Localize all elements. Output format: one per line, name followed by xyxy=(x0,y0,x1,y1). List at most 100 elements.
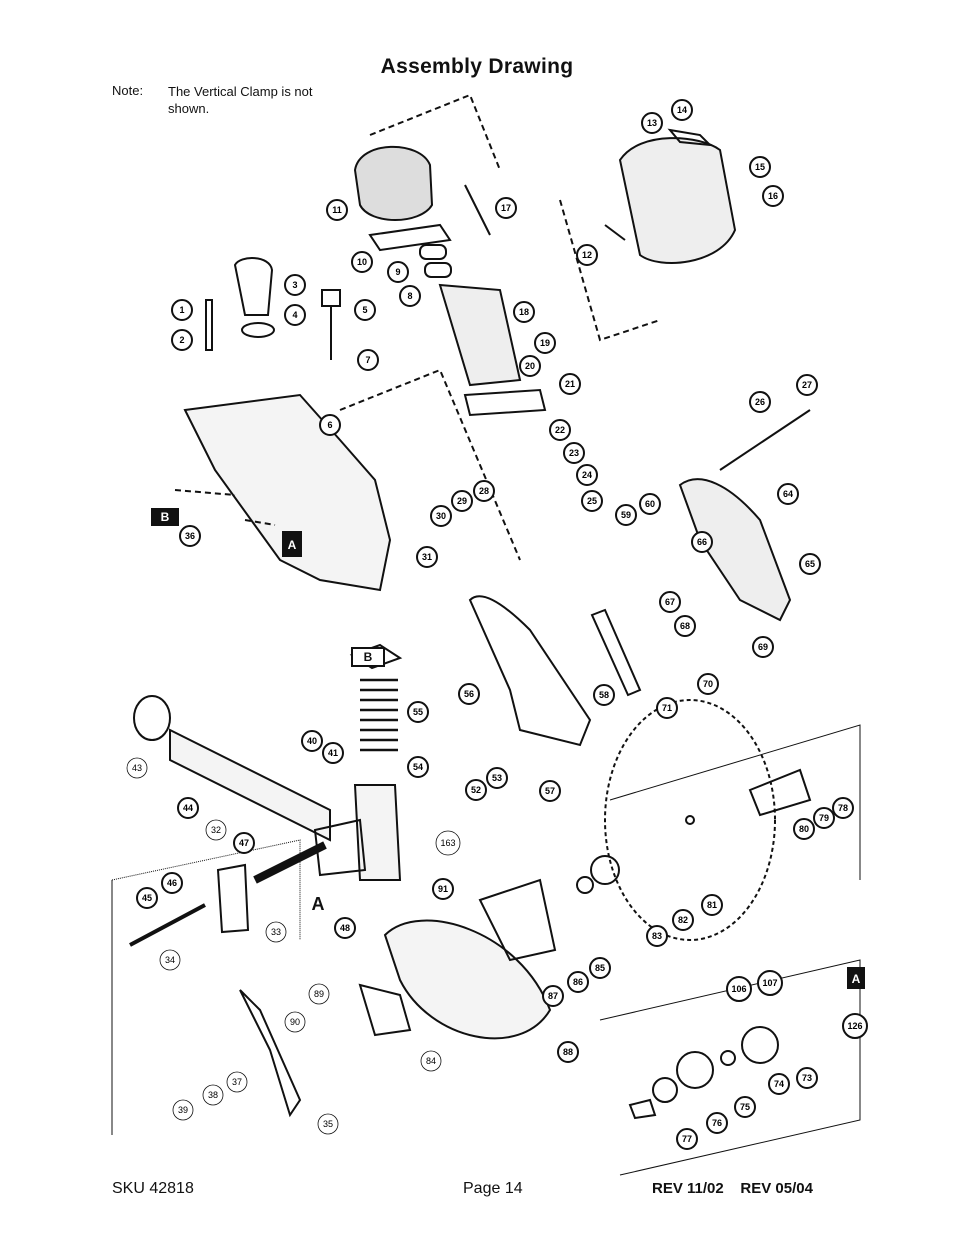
callout-8: 8 xyxy=(399,285,421,307)
callout-80: 80 xyxy=(793,818,815,840)
callout-20: 20 xyxy=(519,355,541,377)
callout-58: 58 xyxy=(593,684,615,706)
callout-label: 91 xyxy=(438,884,448,894)
callout-21: 21 xyxy=(559,373,581,395)
callout-45: 45 xyxy=(136,887,158,909)
callout-label: 58 xyxy=(599,690,609,700)
callout-label: 8 xyxy=(407,291,412,301)
marker-a: A xyxy=(852,972,861,986)
callout-label: 23 xyxy=(569,448,579,458)
callout-label: 65 xyxy=(805,559,815,569)
callout-74: 74 xyxy=(768,1073,790,1095)
callout-label: 28 xyxy=(479,486,489,496)
callout-14: 14 xyxy=(671,99,693,121)
callout-46: 46 xyxy=(161,872,183,894)
callout-label: 13 xyxy=(647,118,657,128)
callout-87: 87 xyxy=(542,985,564,1007)
callout-label: 52 xyxy=(471,785,481,795)
callout-label: 80 xyxy=(799,824,809,834)
callout-75: 75 xyxy=(734,1096,756,1118)
callout-label: 46 xyxy=(167,878,177,888)
callout-label: 66 xyxy=(697,537,707,547)
callout-label: 40 xyxy=(307,736,317,746)
callout-22: 22 xyxy=(549,419,571,441)
callout-65: 65 xyxy=(799,553,821,575)
callout-5: 5 xyxy=(354,299,376,321)
callout-label: 45 xyxy=(142,893,152,903)
callout-label: 57 xyxy=(545,786,555,796)
callout-83: 83 xyxy=(646,925,668,947)
callout-label: 20 xyxy=(525,361,535,371)
callout-88: 88 xyxy=(557,1041,579,1063)
callout-4: 4 xyxy=(284,304,306,326)
marker-a: A xyxy=(312,894,325,914)
callout-17: 17 xyxy=(495,197,517,219)
callout-37: 37 xyxy=(226,1071,248,1093)
callout-label: 84 xyxy=(426,1056,436,1066)
callout-label: 15 xyxy=(755,162,765,172)
callout-91: 91 xyxy=(432,878,454,900)
callout-47: 47 xyxy=(233,832,255,854)
callout-label: 38 xyxy=(208,1090,218,1100)
note-text: The Vertical Clamp is not shown. xyxy=(168,84,313,116)
callout-label: 82 xyxy=(678,915,688,925)
marker-a: A xyxy=(288,538,297,552)
callout-30: 30 xyxy=(430,505,452,527)
callout-label: 75 xyxy=(740,1102,750,1112)
callout-label: 53 xyxy=(492,773,502,783)
callout-79: 79 xyxy=(813,807,835,829)
callout-67: 67 xyxy=(659,591,681,613)
callout-31: 31 xyxy=(416,546,438,568)
callout-label: 88 xyxy=(563,1047,573,1057)
callout-label: 10 xyxy=(357,257,367,267)
callout-69: 69 xyxy=(752,636,774,658)
callout-26: 26 xyxy=(749,391,771,413)
rev-2: REV 05/04 xyxy=(740,1180,813,1197)
callout-40: 40 xyxy=(301,730,323,752)
callout-label: 29 xyxy=(457,496,467,506)
callout-label: 4 xyxy=(292,310,297,320)
callout-label: 7 xyxy=(365,355,370,365)
callout-label: 34 xyxy=(165,955,175,965)
footer-sku: SKU 42818 xyxy=(112,1180,194,1197)
callout-label: 16 xyxy=(768,191,778,201)
callout-53: 53 xyxy=(486,767,508,789)
callout-57: 57 xyxy=(539,780,561,802)
callout-label: 74 xyxy=(774,1079,784,1089)
callout-73: 73 xyxy=(796,1067,818,1089)
callout-label: 31 xyxy=(422,552,432,562)
callout-label: 69 xyxy=(758,642,768,652)
callout-54: 54 xyxy=(407,756,429,778)
callout-64: 64 xyxy=(777,483,799,505)
callout-126: 126 xyxy=(842,1013,868,1039)
callout-81: 81 xyxy=(701,894,723,916)
callout-56: 56 xyxy=(458,683,480,705)
note-label: Note: xyxy=(112,83,144,98)
callout-label: 73 xyxy=(802,1073,812,1083)
callout-label: 48 xyxy=(340,923,350,933)
callout-16: 16 xyxy=(762,185,784,207)
callout-label: 27 xyxy=(802,380,812,390)
callout-label: 5 xyxy=(362,305,367,315)
callout-label: 71 xyxy=(662,703,672,713)
callout-label: 39 xyxy=(178,1105,188,1115)
callout-85: 85 xyxy=(589,957,611,979)
callout-38: 38 xyxy=(202,1084,224,1106)
callout-label: 18 xyxy=(519,307,529,317)
footer-revisions: REV 11/02 REV 05/04 xyxy=(652,1180,813,1197)
footer-page: Page 14 xyxy=(463,1180,523,1197)
callout-36: 36 xyxy=(179,525,201,547)
callout-71: 71 xyxy=(656,697,678,719)
callout-76: 76 xyxy=(706,1112,728,1134)
callout-label: 83 xyxy=(652,931,662,941)
callout-label: 86 xyxy=(573,977,583,987)
callout-13: 13 xyxy=(641,112,663,134)
callout-77: 77 xyxy=(676,1128,698,1150)
callout-15: 15 xyxy=(749,156,771,178)
callout-label: 47 xyxy=(239,838,249,848)
callout-label: 30 xyxy=(436,511,446,521)
callout-label: 87 xyxy=(548,991,558,1001)
callout-label: 67 xyxy=(665,597,675,607)
callout-label: 107 xyxy=(762,978,777,988)
callout-label: 106 xyxy=(731,984,746,994)
